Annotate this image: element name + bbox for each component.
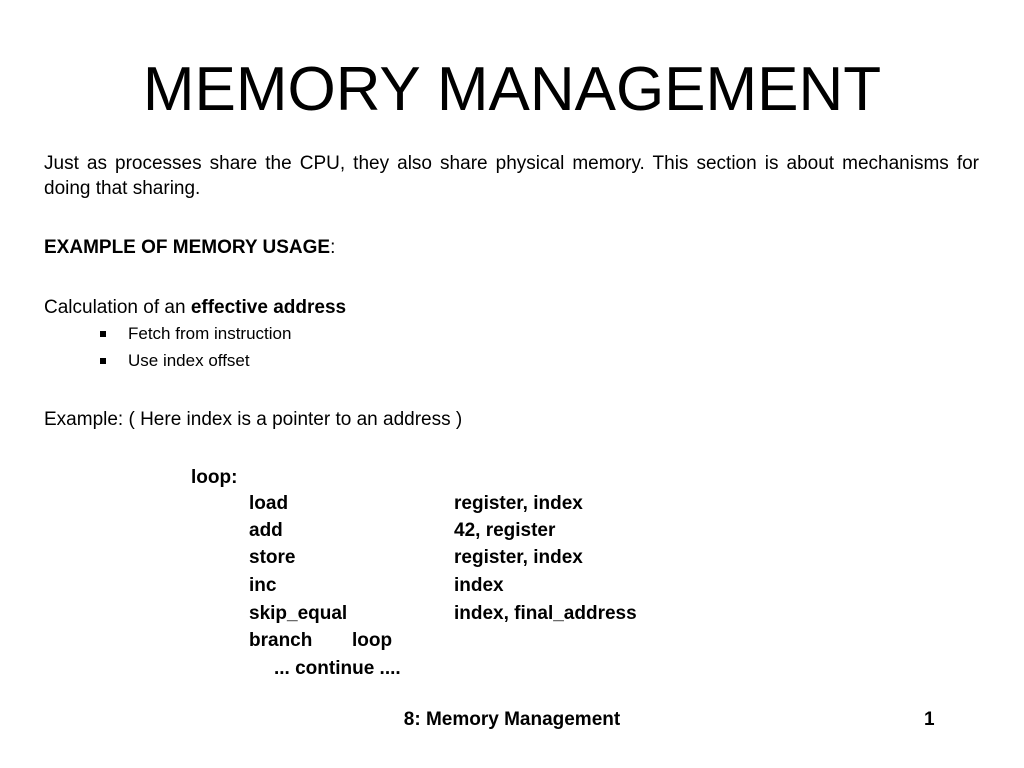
code-instruction: load (249, 493, 289, 514)
bullet-item: Fetch from instruction (96, 323, 291, 350)
code-operands: 42, register (454, 520, 556, 541)
section-heading: EXAMPLE OF MEMORY USAGE: (44, 235, 335, 260)
bullet-item: Use index offset (96, 350, 291, 377)
code-row: skip_equal index, final_address (249, 601, 749, 626)
calculation-prefix: Calculation of an (44, 297, 191, 318)
square-bullet-icon (100, 331, 106, 337)
code-operands: register, index (454, 547, 583, 568)
code-operands: index (454, 575, 504, 596)
code-instruction: branch (249, 630, 313, 651)
code-instruction: add (249, 520, 283, 541)
code-row: store register, index (249, 545, 749, 570)
bullet-text: Fetch from instruction (128, 324, 292, 343)
bullet-list: Fetch from instruction Use index offset (96, 323, 291, 377)
code-row: inc index (249, 573, 749, 598)
bullet-text: Use index offset (128, 351, 250, 370)
intro-paragraph: Just as processes share the CPU, they al… (44, 153, 979, 199)
section-heading-text: EXAMPLE OF MEMORY USAGE (44, 237, 331, 258)
code-operands: register, index (454, 493, 583, 514)
section-heading-colon: : (330, 237, 336, 258)
code-operands: loop (352, 630, 393, 651)
code-instruction: store (249, 547, 296, 568)
calculation-term: effective address (190, 297, 347, 318)
code-operands: index, final_address (454, 603, 637, 624)
code-continue: ... continue .... (274, 658, 401, 679)
calculation-line: Calculation of an effective address (44, 295, 346, 320)
code-instruction: skip_equal (249, 603, 348, 624)
example-line: Example: ( Here index is a pointer to an… (44, 409, 463, 430)
code-instruction: inc (249, 575, 277, 596)
square-bullet-icon (100, 358, 106, 364)
code-row: load register, index (249, 491, 749, 516)
slide-title: MEMORY MANAGEMENT (142, 55, 882, 124)
code-row: branch loop (249, 628, 749, 653)
page-number: 1 (924, 709, 935, 730)
code-row: add 42, register (249, 518, 749, 543)
code-loop-label: loop: (191, 467, 238, 488)
footer-title: 8: Memory Management (403, 709, 621, 730)
